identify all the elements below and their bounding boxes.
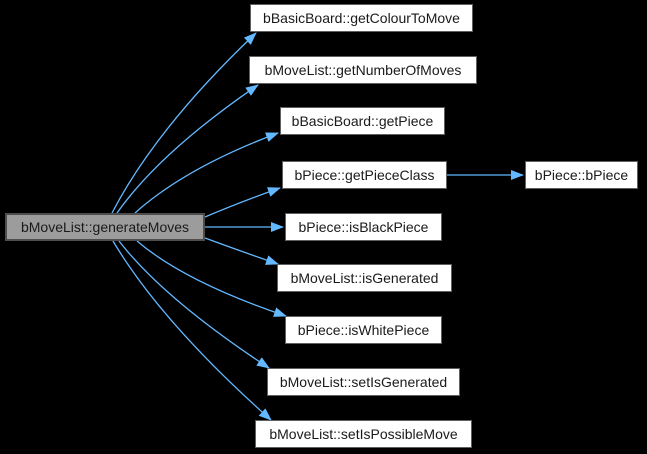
node-set-is-possible-move[interactable]: bMoveList::setIsPossibleMove xyxy=(255,420,472,448)
node-is-black-piece[interactable]: bPiece::isBlackPiece xyxy=(285,213,442,241)
edge-to-set-is-generated xyxy=(118,240,270,369)
node-get-number-of-moves[interactable]: bMoveList::getNumberOfMoves xyxy=(249,56,477,84)
edge-to-get-number-of-moves xyxy=(116,84,259,214)
node-bpiece-constructor[interactable]: bPiece::bPiece xyxy=(525,161,638,189)
node-is-white-piece[interactable]: bPiece::isWhitePiece xyxy=(285,316,442,344)
node-set-is-generated[interactable]: bMoveList::setIsGenerated xyxy=(267,368,460,396)
node-generate-moves: bMoveList::generateMoves xyxy=(5,213,205,241)
node-is-generated[interactable]: bMoveList::isGenerated xyxy=(277,264,452,292)
edge-to-is-generated xyxy=(204,237,279,265)
edge-to-get-colour-to-move xyxy=(111,32,257,214)
edge-to-is-white-piece xyxy=(136,240,287,317)
node-get-colour-to-move[interactable]: bBasicBoard::getColourToMove xyxy=(250,4,473,32)
node-get-piece[interactable]: bBasicBoard::getPiece xyxy=(280,107,445,135)
edge-to-get-piece xyxy=(134,132,279,214)
edge-to-get-piece-class xyxy=(204,187,281,218)
node-get-piece-class[interactable]: bPiece::getPieceClass xyxy=(282,161,447,189)
edge-to-set-is-possible-move xyxy=(112,240,272,421)
